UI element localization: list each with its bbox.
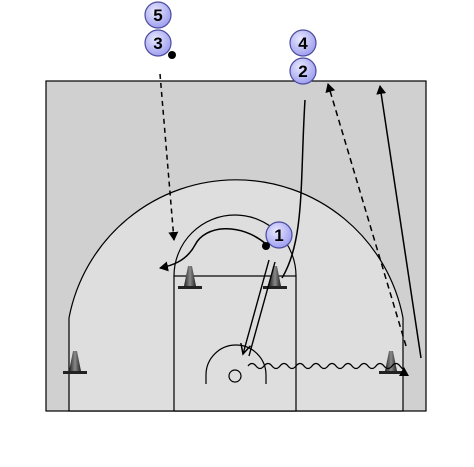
- player-circle-icon: [289, 29, 317, 57]
- player-circle-icon: [265, 221, 293, 249]
- player-circle-icon: [144, 1, 172, 29]
- player-5[interactable]: 5: [144, 1, 172, 29]
- cut-line-1-loop: [159, 228, 267, 272]
- free-throw-circle: [173, 214, 297, 277]
- cut-line-2: [281, 99, 306, 279]
- pass-line-1: [243, 259, 270, 354]
- pass-line-1b: [248, 261, 276, 357]
- cut-line-dashed-right: [325, 83, 407, 347]
- cut-line-3: [159, 73, 179, 241]
- ball-icon: [262, 242, 270, 250]
- cut-line-solid-right: [376, 85, 422, 359]
- dribble-line: [247, 362, 409, 377]
- paint-key: [173, 275, 297, 412]
- player-1[interactable]: 1: [262, 221, 293, 250]
- player-3[interactable]: 3: [144, 29, 176, 59]
- player-3-label: 3: [153, 34, 162, 53]
- player-5-label: 5: [153, 6, 162, 25]
- player-2-label: 2: [298, 62, 307, 81]
- ball-icon: [228, 369, 242, 383]
- cone-icon: [379, 351, 403, 374]
- cone-icon: [63, 351, 87, 374]
- player-1-label: 1: [274, 226, 283, 245]
- cone-icon: [178, 266, 202, 289]
- ball-icon: [168, 51, 176, 59]
- player-circle-icon: [144, 29, 172, 57]
- player-2[interactable]: 2: [289, 57, 317, 85]
- player-4-label: 4: [298, 34, 308, 53]
- player-circle-icon: [289, 57, 317, 85]
- player-4[interactable]: 4: [289, 29, 317, 57]
